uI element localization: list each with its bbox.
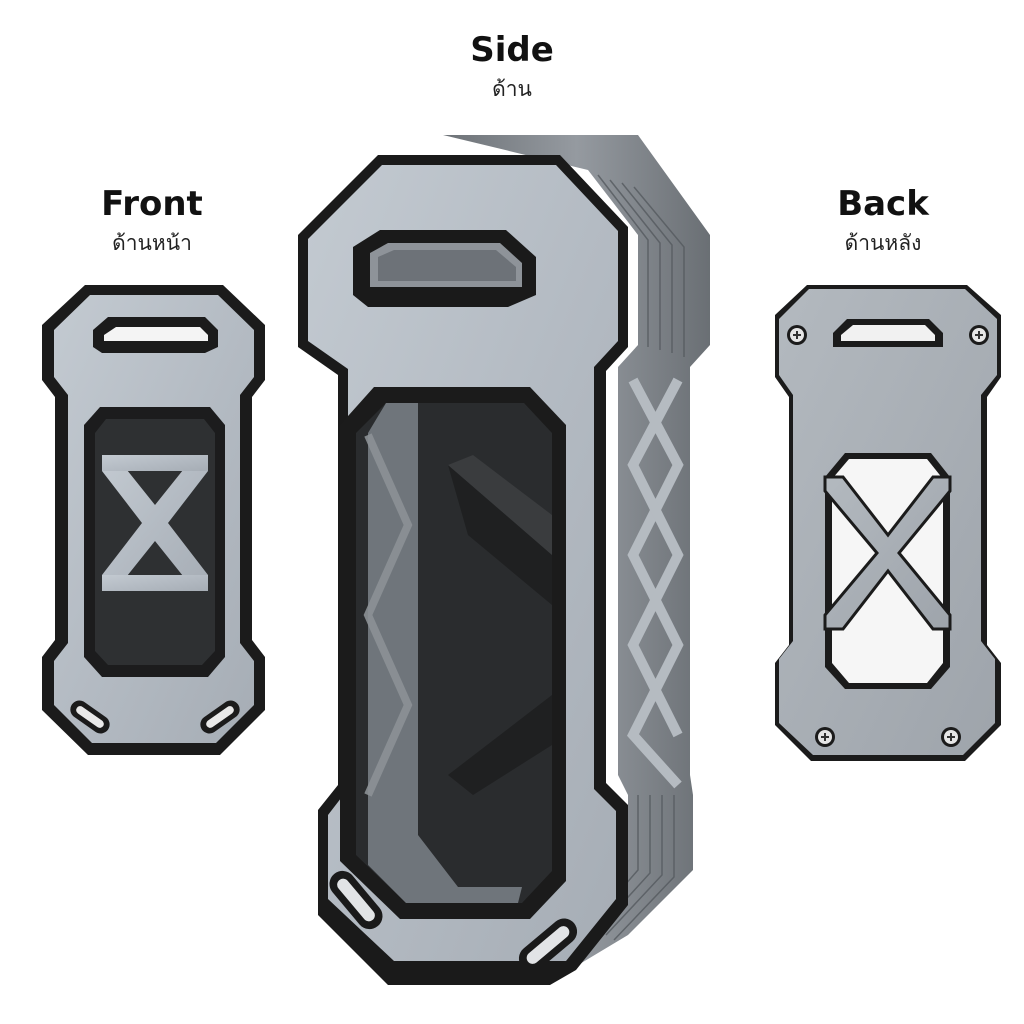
side-lattice xyxy=(627,377,684,789)
side-label-en: Side xyxy=(470,30,554,70)
screw-icon xyxy=(787,325,807,345)
side-label-th: ด้าน xyxy=(492,77,532,101)
front-x-frame xyxy=(102,455,208,591)
side-view-case xyxy=(298,135,710,985)
back-label-en: Back xyxy=(837,184,929,224)
back-view-label: Back ด้านหลัง xyxy=(763,184,1003,258)
front-label-th: ด้านหน้า xyxy=(112,231,192,255)
front-view-label: Front ด้านหน้า xyxy=(32,184,272,258)
front-label-en: Front xyxy=(101,184,203,224)
side-layered-edge xyxy=(443,135,710,965)
front-bottom-right-slot xyxy=(200,700,240,734)
side-bottom-right-slot xyxy=(518,918,578,972)
screw-icon xyxy=(941,727,961,747)
back-label-th: ด้านหลัง xyxy=(844,231,922,255)
front-bottom-left-slot xyxy=(70,700,110,734)
back-view-case xyxy=(775,285,1001,761)
screw-icon xyxy=(815,727,835,747)
screw-icon xyxy=(969,325,989,345)
back-x-frame xyxy=(823,475,952,631)
front-view-case xyxy=(42,285,265,755)
side-view-label: Side ด้าน xyxy=(392,30,632,104)
side-bottom-left-slot xyxy=(329,870,383,930)
